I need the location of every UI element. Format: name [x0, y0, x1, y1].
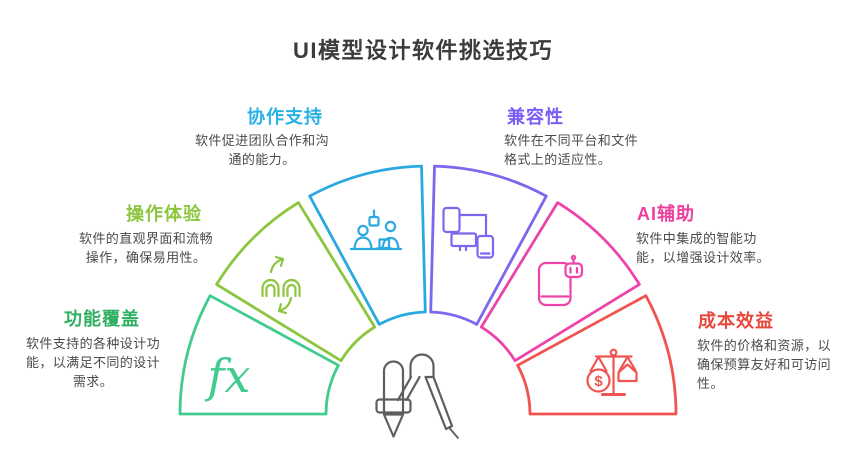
desc-line: 格式上的适应性。 — [504, 152, 612, 167]
wedge-function-coverage — [178, 294, 340, 416]
desc-line: 软件中集成的智能功 — [636, 231, 757, 246]
swap-arrows-icon — [261, 255, 301, 315]
desc-line: 软件在不同平台和文件 — [504, 133, 639, 148]
category-label-function-coverage: 功能覆盖 — [64, 309, 140, 329]
category-desc-operation-experience: 软件的直观界面和流畅 操作，确保易用性。 — [70, 229, 222, 267]
category-desc-function-coverage: 软件支持的各种设计功 能，以满足不同的设计 需求。 — [14, 334, 172, 391]
drafting-compass-icon — [375, 353, 459, 439]
desc-line: 通的能力。 — [228, 152, 296, 167]
devices-icon — [442, 206, 495, 259]
page-title: UI模型设计软件挑选技巧 — [292, 38, 553, 63]
desc-line: 软件促进团队合作和沟 — [194, 133, 329, 148]
desc-line: 软件支持的各种设计功 — [25, 336, 160, 351]
desc-line: 性。 — [697, 376, 724, 391]
desc-line: 能，以满足不同的设计 — [25, 355, 160, 370]
ai-robot-tablet-icon — [537, 254, 584, 307]
wedge-ai-assist — [479, 201, 641, 363]
category-label-ai-assist: AI辅助 — [637, 204, 695, 224]
wedge-cost-effectiveness — [516, 294, 678, 416]
wedge-compatibility — [429, 164, 548, 326]
desc-line: 软件的价格和资源，以 — [697, 338, 832, 353]
fx-icon: fx — [205, 349, 251, 403]
category-label-operation-experience: 操作体验 — [126, 204, 202, 224]
desc-line: 软件的直观界面和流畅 — [78, 231, 213, 246]
category-desc-collaboration-support: 软件促进团队合作和沟 通的能力。 — [190, 131, 334, 169]
category-label-collaboration-support: 协作支持 — [247, 107, 323, 127]
dollar-glyph: $ — [594, 373, 603, 390]
category-desc-ai-assist: 软件中集成的智能功 能，以增强设计效率。 — [636, 229, 796, 267]
category-desc-cost-effectiveness: 软件的价格和资源，以 确保预算友好和可访问 性。 — [697, 336, 846, 393]
desc-line: 确保预算友好和可访问 — [697, 357, 832, 372]
category-label-compatibility: 兼容性 — [507, 107, 564, 127]
category-desc-compatibility: 软件在不同平台和文件 格式上的适应性。 — [504, 131, 664, 169]
category-label-cost-effectiveness: 成本效益 — [698, 311, 774, 331]
team-collaboration-icon — [349, 209, 403, 251]
desc-line: 需求。 — [72, 374, 114, 389]
wedge-collaboration-support — [308, 164, 427, 326]
desc-line: 操作，确保易用性。 — [85, 250, 207, 265]
desc-line: 能，以增强设计效率。 — [636, 250, 771, 265]
balance-scale-icon: $ — [586, 348, 638, 396]
